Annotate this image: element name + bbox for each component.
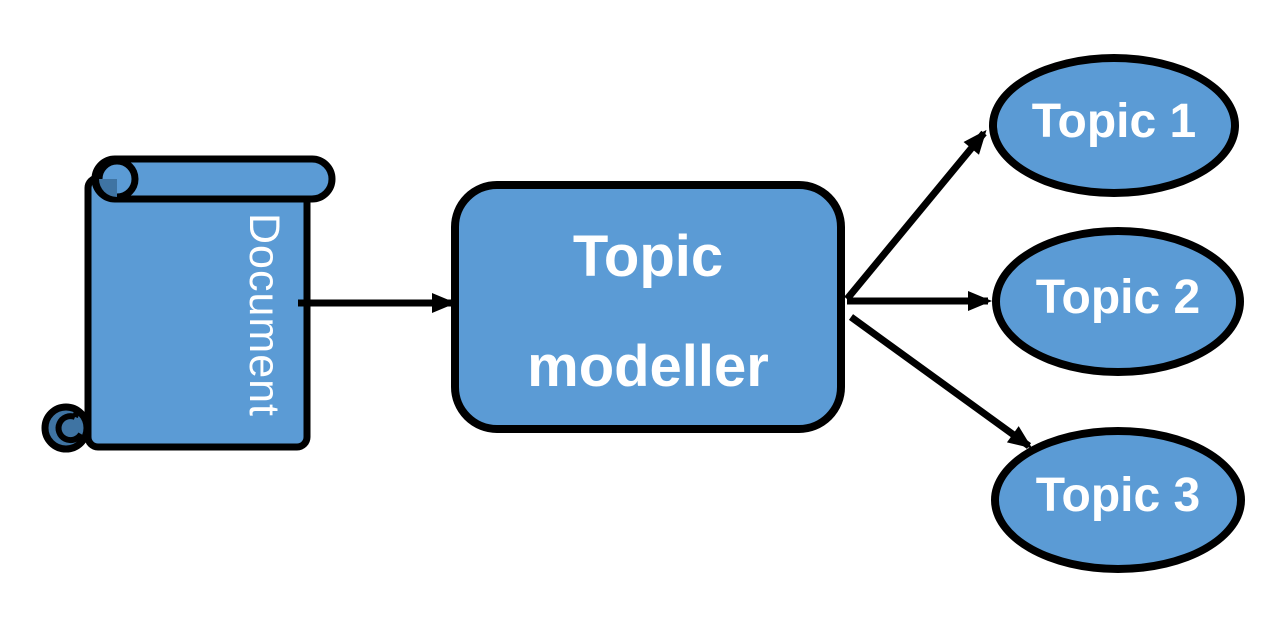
arrow-modeller-to-topic-1	[844, 129, 987, 302]
topic-modeller-node: Topic modeller	[451, 181, 845, 433]
topic-3-label: Topic 3	[1035, 469, 1201, 522]
topic-1-label: Topic 1	[1031, 94, 1197, 148]
topic-2-node: Topic 2	[992, 227, 1244, 376]
topic-modeller-label-line2: modeller	[527, 334, 769, 399]
arrows-group	[298, 129, 1033, 449]
topic-modeller-label-line1: Topic	[572, 224, 724, 289]
document-scroll-shape	[41, 155, 336, 453]
scroll-bottom-curl-tick	[72, 407, 81, 419]
topic-2-label: Topic 2	[1035, 270, 1201, 324]
scroll-bottom-curl	[41, 403, 91, 453]
scroll-top-roll	[91, 155, 336, 203]
scroll-top-curl-shade	[99, 179, 117, 197]
topic-1-node: Topic 1	[989, 54, 1239, 197]
document-node-label: Document	[240, 213, 288, 417]
scroll-bottom-curl-spiral	[55, 413, 84, 444]
arrow-modeller-to-topic-3	[848, 314, 1033, 449]
topic-3-node: Topic 3	[991, 427, 1245, 573]
